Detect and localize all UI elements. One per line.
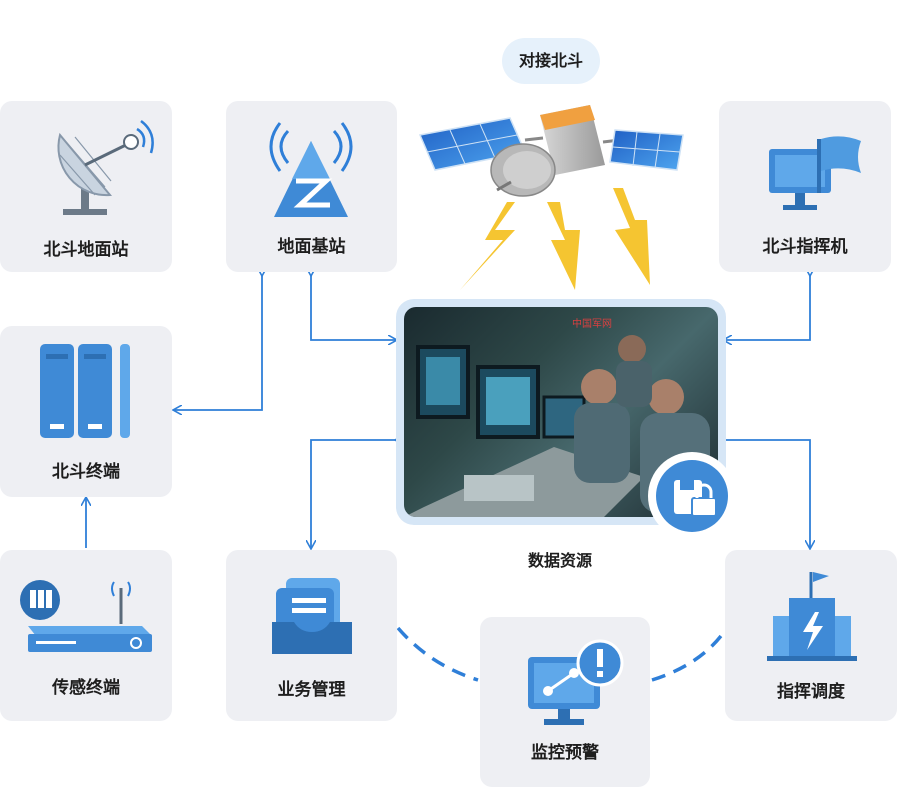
node-beidou-terminal[interactable]: 北斗终端: [0, 326, 172, 497]
node-command-machine[interactable]: 北斗指挥机: [719, 101, 891, 272]
link-data-dispatch: [724, 440, 810, 548]
link-command-data: [724, 275, 810, 340]
node-monitor-warning[interactable]: 监控预警: [480, 617, 650, 787]
node-label: 北斗终端: [52, 462, 120, 482]
node-label: 北斗指挥机: [762, 237, 848, 257]
photo-watermark: 中国军网: [572, 317, 612, 330]
router-device-icon: [20, 580, 152, 652]
node-label: 北斗地面站: [43, 240, 129, 260]
node-label: 业务管理: [277, 680, 346, 700]
data-resource-label: 数据资源: [527, 551, 592, 570]
dashed-arc-right: [651, 630, 726, 682]
node-label: 指挥调度: [777, 682, 845, 702]
dashed-arc-left: [396, 626, 479, 682]
node-ground-station[interactable]: 北斗地面站: [0, 101, 172, 272]
monitor-alert-icon: [528, 639, 624, 725]
node-base-station[interactable]: 地面基站: [226, 101, 397, 272]
document-tray-icon: [272, 578, 352, 654]
node-label: 地面基站: [277, 237, 346, 257]
node-label: 传感终端: [52, 678, 120, 698]
beidou-dock-label: 对接北斗: [502, 38, 600, 84]
server-rack-icon: [40, 344, 130, 438]
satellite-icon: [418, 105, 684, 290]
data-lock-icon: [648, 452, 736, 540]
computer-flag-icon: [769, 136, 861, 210]
satellite-dish-icon: [57, 120, 154, 215]
link-base-data: [311, 275, 396, 340]
node-business-mgmt[interactable]: 业务管理: [226, 550, 397, 721]
link-data-business: [311, 440, 396, 548]
node-sensor-terminal[interactable]: 传感终端: [0, 550, 172, 721]
node-label: 监控预警: [531, 743, 599, 763]
headquarters-flag-icon: [767, 572, 857, 661]
base-station-icon: [269, 122, 353, 217]
link-base-terminal: [174, 275, 262, 410]
node-dispatch[interactable]: 指挥调度: [725, 550, 897, 721]
